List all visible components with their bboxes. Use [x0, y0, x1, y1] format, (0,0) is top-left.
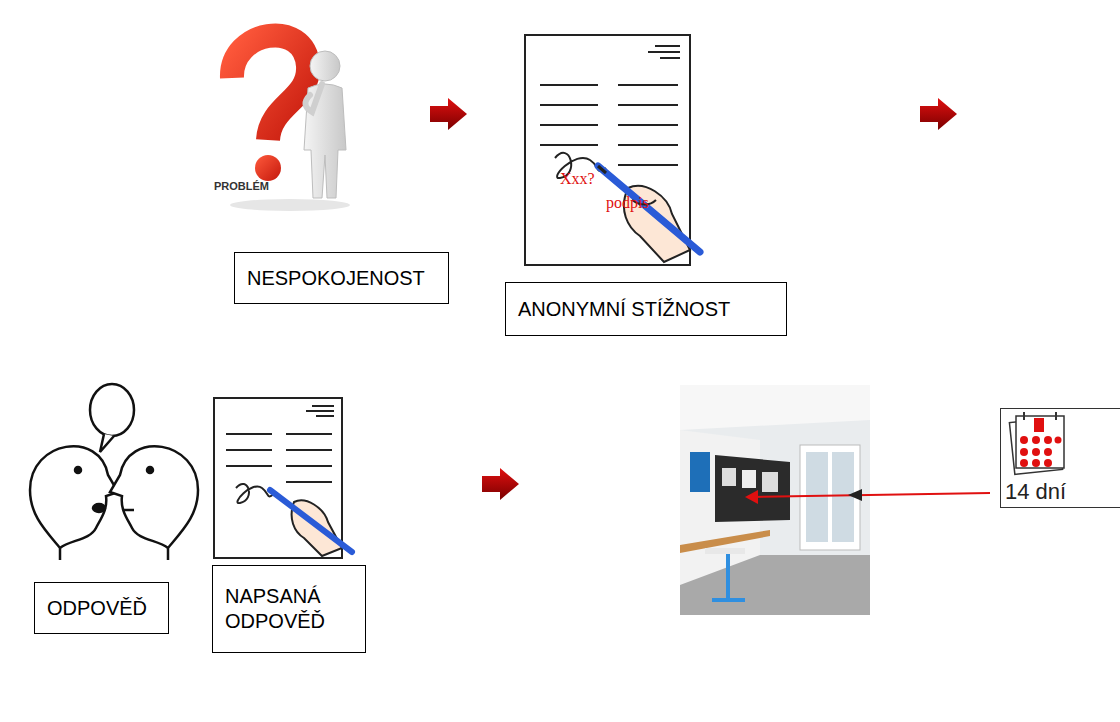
calendar-icon: [1009, 412, 1064, 474]
stage-box: NAPSANÁ ODPOVĚĎ: [212, 565, 366, 653]
flow-arrow: [430, 98, 467, 130]
box-text: ANONYMNÍ STÍŽNOST: [518, 297, 730, 322]
document-icon: [214, 398, 352, 558]
stage-box: NESPOKOJENOST: [234, 252, 449, 304]
placeholder-text: Xxx?: [560, 170, 595, 188]
stage-box: ODPOVĚĎ: [34, 582, 169, 634]
flow-arrow: [482, 468, 519, 500]
stage-box: ANONYMNÍ STÍŽNOST: [505, 282, 787, 336]
box-text: ODPOVĚĎ: [47, 596, 147, 621]
corridor-photo: [680, 385, 990, 615]
box-text: 14 dní: [1005, 478, 1066, 506]
flow-arrow: [920, 98, 957, 130]
conversation-icon: [30, 384, 198, 560]
box-text: NESPOKOJENOST: [247, 266, 425, 291]
signature-text: podpis: [606, 194, 649, 212]
calendar-box: 14 dní: [1000, 408, 1120, 508]
document-icon: [525, 35, 700, 265]
box-text: NAPSANÁ ODPOVĚĎ: [225, 584, 353, 634]
icon-caption: PROBLÉM: [214, 180, 269, 192]
